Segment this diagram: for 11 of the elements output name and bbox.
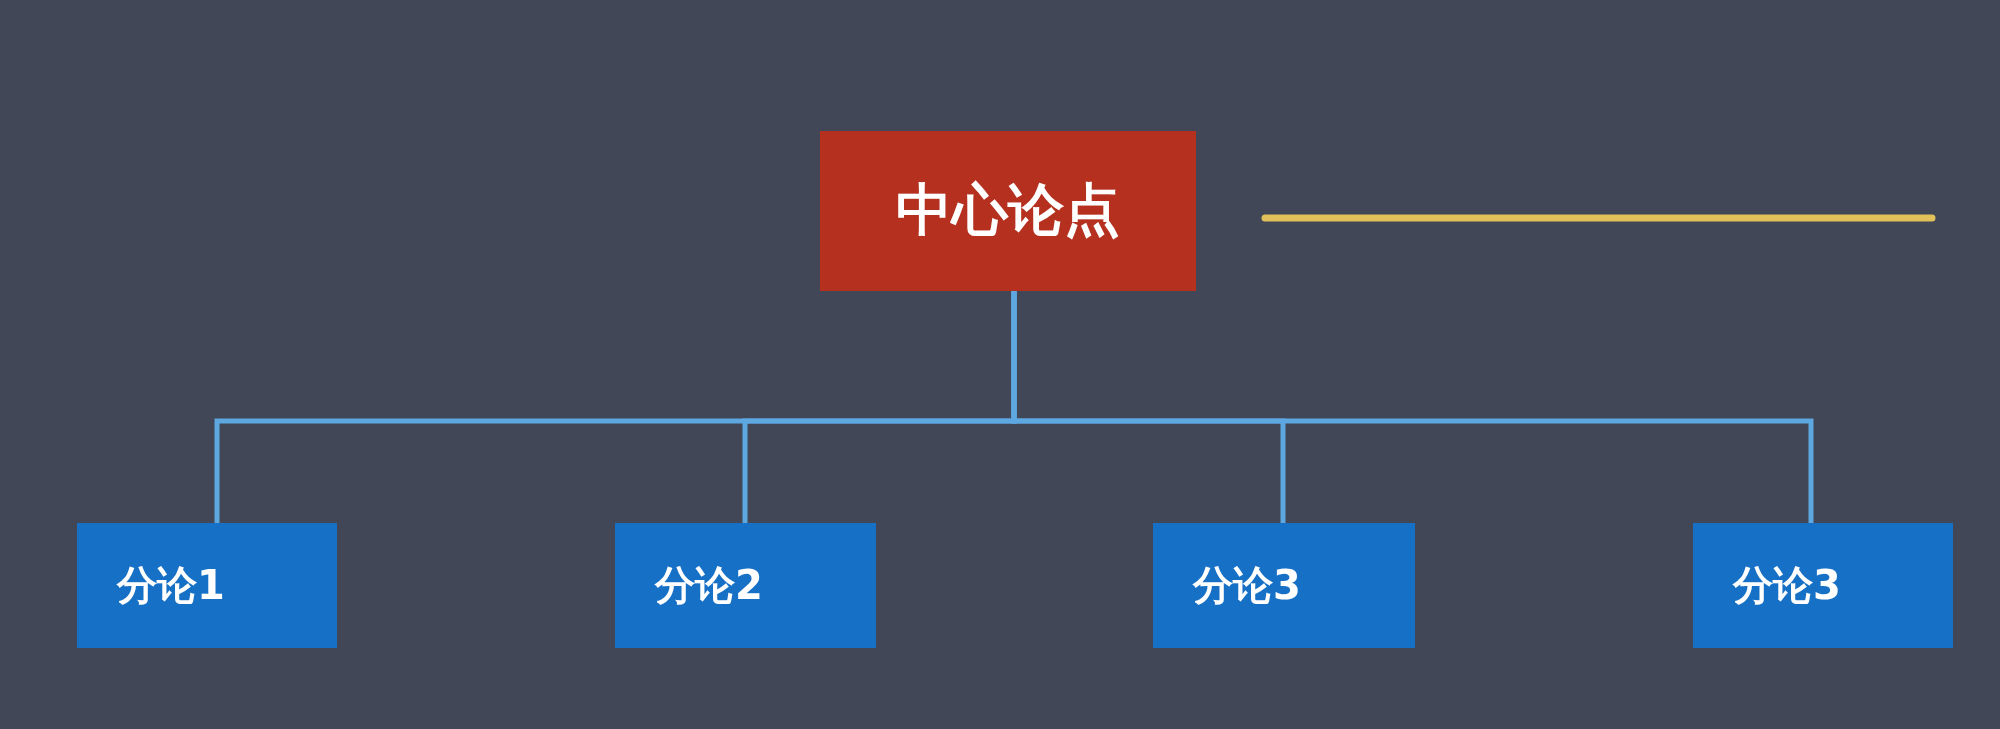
- sub-point-box: [1153, 523, 1415, 648]
- node-label: 分论2: [655, 561, 763, 610]
- connector-line: [1011, 291, 1814, 523]
- node-label: 分论3: [1193, 561, 1301, 610]
- main-point-box: [820, 131, 1196, 291]
- sub-point-box: [1693, 523, 1953, 648]
- sub-point-box: [615, 523, 876, 648]
- sub-point-box: [77, 523, 337, 648]
- node-label: 分论1: [117, 561, 225, 610]
- node-label: 分论3: [1733, 561, 1841, 610]
- node-label: 中心论点: [896, 176, 1120, 244]
